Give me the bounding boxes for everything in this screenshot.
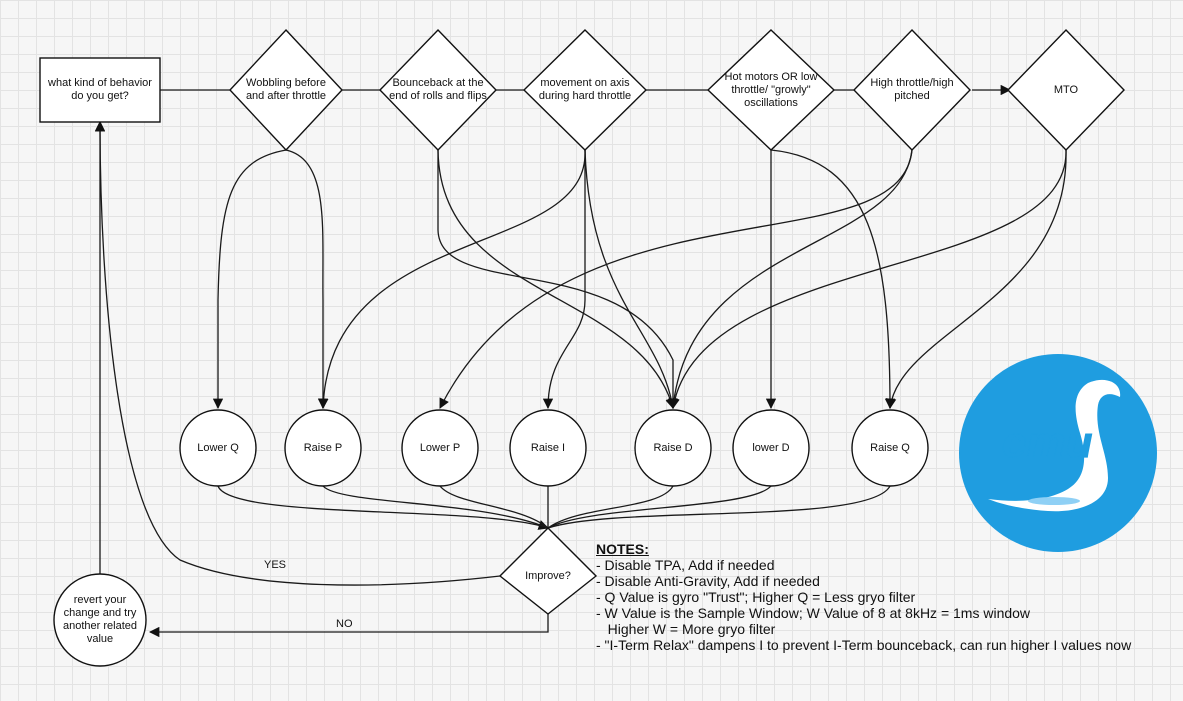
notes-line: - Disable Anti-Gravity, Add if needed	[596, 573, 820, 589]
action-lower-d-label: lower D	[752, 441, 790, 454]
notes-line: - Disable TPA, Add if needed	[596, 557, 775, 573]
notes-line: Higher W = More gryo filter	[596, 621, 776, 637]
action-raise-i-shape	[509, 409, 587, 487]
notes-line: - "I-Term Relax" dampens I to prevent I-…	[596, 637, 1132, 653]
decision-wobbling	[229, 28, 343, 152]
decision-hot-motors-label: Hot motors OR low throttle/ "growly" osc…	[724, 70, 818, 109]
notes-block: NOTES: - Disable TPA, Add if needed - Di…	[596, 541, 1183, 653]
improve-label: Improve?	[525, 569, 571, 582]
decision-movement-label: movement on axis during hard throttle	[538, 77, 632, 102]
decision-high-throttle-label: High throttle/high pitched	[870, 77, 954, 102]
decision-bounceback	[379, 28, 497, 152]
action-lower-q-shape	[179, 409, 257, 487]
decision-to-action-edges	[212, 149, 1067, 410]
edge-label-no: NO	[336, 618, 353, 630]
decision-diamonds	[229, 28, 1125, 152]
action-lower-d-shape	[732, 409, 810, 487]
emu-logo: emu	[959, 354, 1157, 552]
action-raise-i-label: Raise I	[530, 441, 566, 454]
action-lower-p-shape	[401, 409, 479, 487]
notes-line: - W Value is the Sample Window; W Value …	[596, 605, 1031, 621]
decision-movement	[523, 29, 647, 151]
decision-mto-label: MTO	[1053, 83, 1079, 96]
decision-bounceback-label: Bounceback at the end of rolls and flips	[389, 77, 487, 102]
improve-diamond	[498, 527, 598, 615]
emu-logo-text: emu	[1002, 418, 1093, 467]
decision-hot-motors	[706, 29, 836, 151]
action-raise-d-label: Raise D	[653, 441, 693, 454]
action-raise-p-label: Raise P	[303, 441, 343, 454]
revert-label: revert your change and try another relat…	[63, 594, 137, 645]
action-raise-p-shape	[284, 409, 362, 487]
notes-line: - Q Value is gyro "Trust"; Higher Q = Le…	[596, 589, 916, 605]
start-label: what kind of behavior do you get?	[48, 77, 152, 102]
revert-circle	[53, 573, 147, 667]
action-raise-q-label: Raise Q	[870, 441, 910, 454]
action-lower-q-label: Lower Q	[197, 441, 239, 454]
decision-wobbling-label: Wobbling before and after throttle	[245, 77, 327, 102]
feedback-edges	[94, 120, 549, 638]
action-circles	[179, 409, 929, 487]
emu-bird-icon	[988, 379, 1121, 512]
start-box	[39, 57, 161, 123]
action-to-improve-edges	[217, 485, 891, 530]
edge-label-yes: YES	[264, 559, 287, 571]
action-lower-p-label: Lower P	[419, 441, 461, 454]
decision-mto	[1007, 28, 1125, 152]
action-raise-d-shape	[634, 409, 712, 487]
action-raise-q-shape	[851, 409, 929, 487]
notes-title: NOTES:	[596, 541, 649, 557]
decision-high-throttle	[853, 28, 971, 152]
emu-water-icon	[1028, 497, 1080, 505]
